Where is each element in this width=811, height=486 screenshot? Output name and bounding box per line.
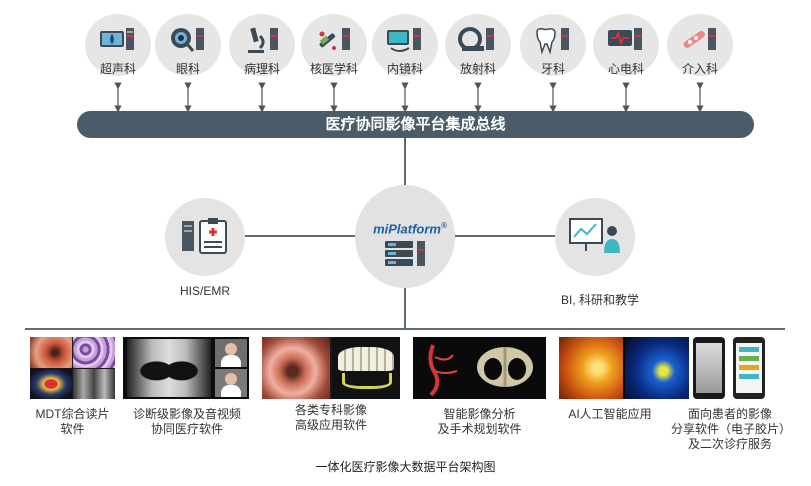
department-label: 内镜科 <box>372 60 438 77</box>
caption-line: 诊断级影像及音视频 <box>117 407 257 422</box>
department-interventional[interactable]: 介入科 <box>667 14 733 77</box>
dental-3d-image <box>332 337 400 399</box>
eye-icon <box>168 26 208 56</box>
diagnostic-thumbnail <box>123 337 249 399</box>
app-caption: 智能影像分析 及手术规划软件 <box>413 407 546 437</box>
department-endoscopy[interactable]: 内镜科 <box>372 14 438 77</box>
caption-line: 各类专科影像 <box>262 403 400 418</box>
bi-node[interactable] <box>555 198 635 276</box>
platform-node[interactable] <box>355 185 455 288</box>
virtual-endoscopy-image <box>262 337 330 399</box>
tooth-icon <box>533 26 573 56</box>
ultrasound-icon <box>98 26 138 56</box>
department-ultrasound[interactable]: 超声科 <box>85 14 151 77</box>
figure-caption: 一体化医疗影像大数据平台架构图 <box>0 458 811 475</box>
server-stack-icon <box>383 239 427 269</box>
ai-thumbnail <box>559 337 689 399</box>
caption-line: MDT综合读片 <box>20 407 125 422</box>
ai-heatmap-image <box>625 337 689 399</box>
his-emr-node[interactable] <box>165 198 245 276</box>
phone-mockup-2 <box>733 337 765 399</box>
caption-line: 协同医疗软件 <box>117 422 257 437</box>
bi-label: BI, 科研和教学 <box>545 291 655 308</box>
radiology-icon <box>458 26 498 56</box>
phone-mockup-1 <box>693 337 725 399</box>
specialty-thumbnail <box>262 337 400 399</box>
interventional-icon <box>680 26 720 56</box>
video-call-2 <box>215 369 247 397</box>
vascular-render <box>413 337 546 399</box>
department-label: 介入科 <box>667 60 733 77</box>
department-nuclear-medicine[interactable]: 核医学科 <box>301 14 367 77</box>
department-ophthalmology[interactable]: 眼科 <box>155 14 221 77</box>
department-label: 心电科 <box>593 60 659 77</box>
department-label: 核医学科 <box>301 60 367 77</box>
integration-bus: 医疗协同影像平台集成总线 <box>77 111 754 138</box>
analysis-thumbnail <box>413 337 546 399</box>
department-label: 放射科 <box>445 60 511 77</box>
caption-line: 高级应用软件 <box>262 418 400 433</box>
caption-line: AI人工智能应用 <box>555 407 665 422</box>
app-caption: 各类专科影像 高级应用软件 <box>262 403 400 433</box>
department-label: 超声科 <box>85 60 151 77</box>
chest-xray-image <box>127 339 211 397</box>
presentation-icon <box>568 217 622 257</box>
clipboard-server-icon <box>180 217 230 257</box>
app-caption: 面向患者的影像 分享软件（电子胶片） 及二次诊疗服务 <box>671 407 789 452</box>
microscope-icon <box>242 26 282 56</box>
platform-name: miPlatform <box>373 221 441 236</box>
video-call-1 <box>215 339 247 367</box>
department-label: 病理科 <box>229 60 295 77</box>
app-caption: 诊断级影像及音视频 协同医疗软件 <box>117 407 257 437</box>
xray-image <box>73 369 115 399</box>
nuclear-medicine-icon <box>314 26 354 56</box>
endoscopy-image <box>30 337 72 368</box>
pathology-image <box>73 337 115 368</box>
mdt-thumbnail <box>30 337 115 399</box>
department-label: 眼科 <box>155 60 221 77</box>
fundus-image <box>559 337 623 399</box>
department-radiology[interactable]: 放射科 <box>445 14 511 77</box>
department-dental[interactable]: 牙科 <box>520 14 586 77</box>
caption-line: 面向患者的影像 <box>671 407 789 422</box>
department-label: 牙科 <box>520 60 586 77</box>
registered-mark: ® <box>441 221 447 230</box>
platform-brand: miPlatform® <box>360 221 460 236</box>
his-emr-label: HIS/EMR <box>150 284 260 298</box>
caption-line: 软件 <box>20 422 125 437</box>
caption-line: 智能影像分析 <box>413 407 546 422</box>
ecg-icon <box>606 26 646 56</box>
caption-line: 分享软件（电子胶片） <box>671 422 789 437</box>
department-pathology[interactable]: 病理科 <box>229 14 295 77</box>
endoscope-icon <box>385 26 425 56</box>
app-caption: MDT综合读片 软件 <box>20 407 125 437</box>
app-caption: AI人工智能应用 <box>555 407 665 422</box>
caption-line: 及二次诊疗服务 <box>671 437 789 452</box>
nuclear-image <box>30 369 72 399</box>
caption-line: 及手术规划软件 <box>413 422 546 437</box>
department-ecg[interactable]: 心电科 <box>593 14 659 77</box>
